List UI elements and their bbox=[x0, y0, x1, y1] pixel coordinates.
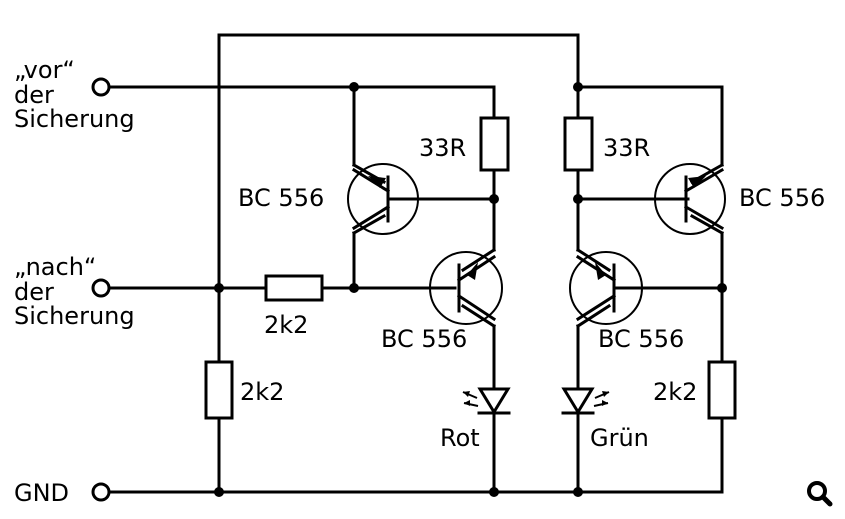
transistor-q2 bbox=[429, 251, 503, 325]
resistor-2k2-left bbox=[204, 360, 234, 420]
resistor-33r-left bbox=[479, 116, 510, 172]
label-vor-line2: der bbox=[14, 81, 54, 109]
label-nach-line1: „nach“ bbox=[14, 253, 96, 281]
wiring bbox=[107, 33, 725, 494]
label-vor-line1: „vor“ bbox=[14, 56, 75, 84]
zoom-icon bbox=[807, 481, 833, 507]
label-nach-line2: der bbox=[14, 278, 54, 306]
terminal-gnd bbox=[91, 482, 111, 502]
label-gnd: GND bbox=[14, 479, 69, 507]
label-r33-left: 33R bbox=[419, 134, 466, 162]
label-led-green: Grün bbox=[590, 424, 649, 452]
led-red bbox=[462, 387, 511, 415]
junctions bbox=[214, 82, 727, 497]
label-q1: BC 556 bbox=[238, 184, 324, 212]
label-q3: BC 556 bbox=[598, 325, 684, 353]
resistor-2k2-series bbox=[264, 274, 324, 302]
label-r2k2-series: 2k2 bbox=[264, 311, 308, 339]
label-q4: BC 556 bbox=[739, 184, 825, 212]
label-vor-line3: Sicherung bbox=[14, 105, 135, 133]
terminal-nach bbox=[91, 278, 111, 298]
label-r33-right: 33R bbox=[603, 134, 650, 162]
label-q2: BC 556 bbox=[381, 325, 467, 353]
label-led-red: Rot bbox=[440, 424, 480, 452]
resistor-2k2-right bbox=[707, 360, 737, 420]
zoom-button[interactable] bbox=[800, 474, 840, 514]
led-green bbox=[561, 387, 610, 415]
label-nach-line3: Sicherung bbox=[14, 302, 135, 330]
transistor-q1 bbox=[347, 163, 419, 235]
resistor-33r-right bbox=[563, 116, 594, 172]
transistor-q3 bbox=[569, 251, 643, 325]
label-r2k2-right: 2k2 bbox=[653, 378, 697, 406]
transistor-q4 bbox=[654, 163, 726, 235]
terminal-vor bbox=[91, 77, 111, 97]
label-r2k2-left: 2k2 bbox=[240, 378, 284, 406]
